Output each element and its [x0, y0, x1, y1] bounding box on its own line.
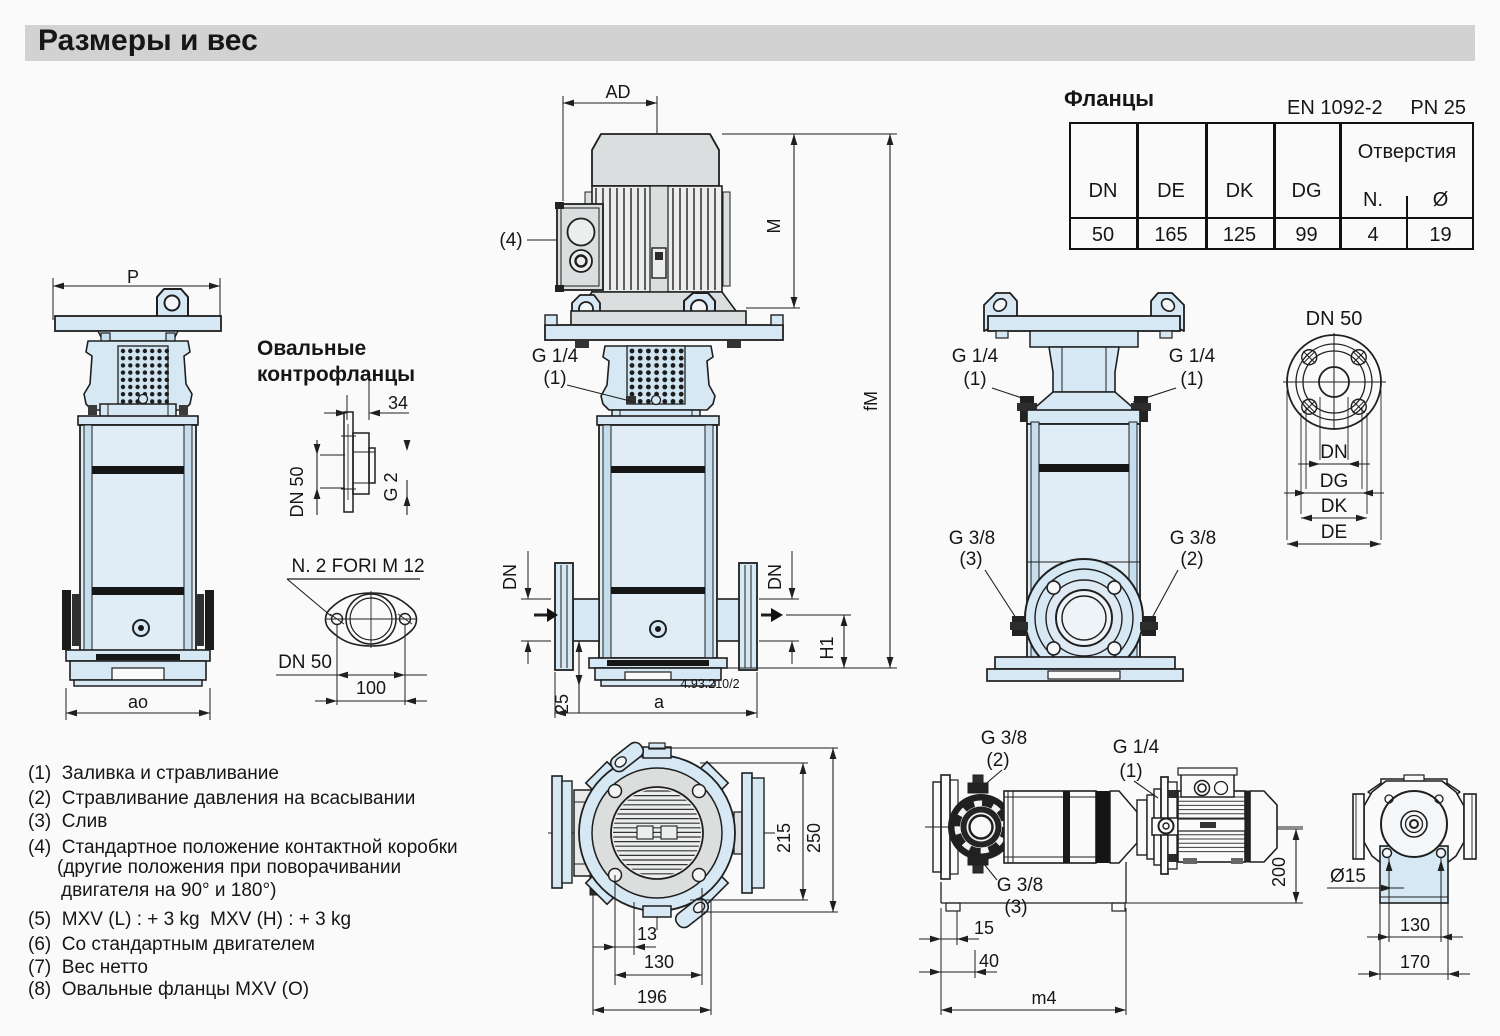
svg-text:DE: DE	[1321, 522, 1347, 543]
svg-text:(1): (1)	[963, 369, 986, 390]
svg-text:(2): (2)	[1180, 549, 1203, 570]
svg-text:(3): (3)	[1004, 897, 1027, 918]
svg-text:DK: DK	[1321, 496, 1348, 517]
svg-text:250: 250	[804, 823, 824, 853]
svg-text:ao: ao	[128, 692, 148, 712]
svg-text:130: 130	[1400, 915, 1430, 935]
svg-text:(1): (1)	[1119, 761, 1142, 782]
svg-text:(2): (2)	[986, 750, 1009, 771]
svg-text:DN: DN	[765, 564, 785, 590]
svg-text:170: 170	[1400, 952, 1430, 972]
svg-text:контрофланцы: контрофланцы	[257, 363, 415, 386]
svg-text:25: 25	[552, 694, 572, 714]
svg-text:G 3/8: G 3/8	[949, 528, 995, 549]
svg-text:34: 34	[388, 393, 408, 413]
svg-text:40: 40	[979, 951, 999, 971]
svg-text:DN 50: DN 50	[278, 652, 332, 673]
svg-text:13: 13	[637, 924, 657, 944]
svg-text:N. 2 FORI M 12: N. 2 FORI M 12	[291, 556, 424, 577]
svg-text:100: 100	[356, 678, 386, 698]
svg-text:130: 130	[644, 952, 674, 972]
svg-text:G 1/4: G 1/4	[532, 346, 579, 367]
svg-text:Овальные: Овальные	[257, 337, 366, 360]
svg-text:G 3/8: G 3/8	[981, 728, 1027, 749]
svg-text:(4): (4)	[499, 230, 522, 251]
svg-text:(1): (1)	[1180, 369, 1203, 390]
svg-text:G 3/8: G 3/8	[997, 875, 1043, 896]
svg-text:196: 196	[637, 987, 667, 1007]
svg-text:DN 50: DN 50	[287, 466, 307, 517]
svg-text:AD: AD	[605, 82, 630, 102]
svg-text:15: 15	[974, 918, 994, 938]
svg-text:m4: m4	[1031, 988, 1056, 1008]
svg-text:200: 200	[1269, 857, 1289, 887]
svg-text:(1): (1)	[543, 368, 566, 389]
svg-text:G 1/4: G 1/4	[1113, 737, 1160, 758]
svg-text:G 2: G 2	[381, 472, 401, 501]
svg-text:215: 215	[774, 823, 794, 853]
svg-text:G 1/4: G 1/4	[1169, 346, 1216, 367]
svg-text:4.93.210/2: 4.93.210/2	[680, 677, 739, 691]
svg-text:DG: DG	[1320, 471, 1349, 492]
svg-text:(3): (3)	[959, 549, 982, 570]
svg-text:H1: H1	[817, 636, 837, 659]
svg-text:Ø15: Ø15	[1330, 866, 1366, 887]
svg-text:DN 50: DN 50	[1306, 308, 1363, 330]
svg-text:P: P	[127, 267, 139, 287]
svg-text:DN: DN	[500, 564, 520, 590]
svg-text:DN: DN	[1320, 442, 1347, 463]
svg-text:M: M	[764, 219, 784, 234]
svg-text:a: a	[654, 692, 665, 712]
svg-text:G 3/8: G 3/8	[1170, 528, 1216, 549]
svg-text:fM: fM	[861, 391, 881, 411]
svg-text:G 1/4: G 1/4	[952, 346, 999, 367]
